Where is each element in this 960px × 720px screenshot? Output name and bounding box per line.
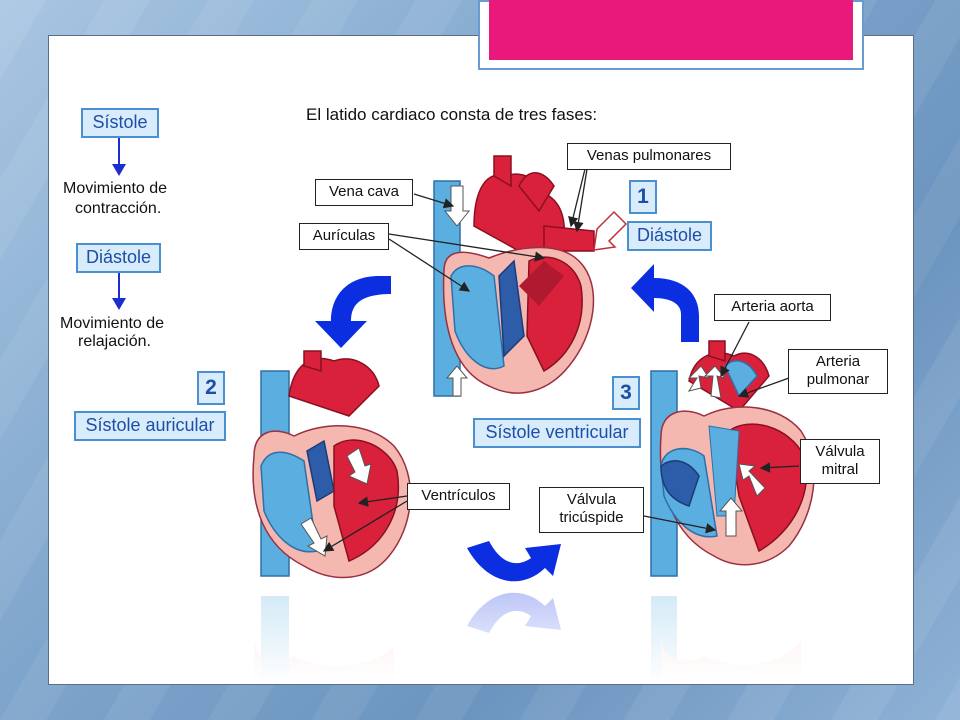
systole-description-line-2: contracción. (75, 200, 162, 217)
diastole-description-line-1: Movimiento de (60, 315, 165, 332)
callout-ventriculos: Ventrículos (407, 483, 510, 510)
phase-2-number: 2 (197, 371, 225, 405)
diastole-label-box: Diástole (76, 243, 161, 273)
callout-arteria-pulmonar: Arteria pulmonar (788, 349, 888, 394)
callout-valvula-tricuspide: Válvula tricúspide (539, 487, 644, 533)
callout-vena-cava: Vena cava (315, 179, 413, 206)
leader-lines (322, 168, 800, 552)
callout-valvula-mitral-line-1: Válvula (815, 443, 865, 460)
phase-1-number: 1 (629, 180, 657, 214)
diagram-title: El latido cardiaco consta de tres fases: (306, 105, 598, 124)
systole-arrow (112, 138, 126, 176)
phase-2-label: Sístole auricular (74, 411, 226, 441)
slide-canvas: El latido cardiaco consta de tres fases:… (48, 35, 914, 685)
pink-title-banner (489, 0, 853, 60)
callout-arteria-pulmonar-line-2: pulmonar (806, 371, 870, 388)
callout-valvula-tricuspide-line-1: Válvula (566, 491, 617, 508)
callout-auriculas: Aurículas (299, 223, 389, 250)
heart-atrial-systole (252, 350, 412, 579)
callout-venas-pulmonares: Venas pulmonares (567, 143, 731, 170)
phase-3-number: 3 (612, 376, 640, 410)
cycle-arrow-1-to-2 (315, 276, 391, 348)
phase-1-label: Diástole (627, 221, 712, 251)
title-placeholder-box (478, 0, 864, 70)
systole-label-box: Sístole (81, 108, 159, 138)
callout-valvula-mitral: Válvula mitral (800, 439, 880, 484)
heart-ventricular-systole (650, 340, 815, 577)
systole-description-line-1: Movimiento de (63, 180, 168, 197)
diastole-arrow (112, 272, 126, 310)
callout-arteria-pulmonar-line-1: Arteria (815, 353, 861, 370)
callout-valvula-mitral-line-2: mitral (821, 461, 859, 478)
heart-diastole (433, 155, 628, 397)
callout-valvula-tricuspide-line-2: tricúspide (559, 509, 624, 526)
phase-3-label: Sístole ventricular (473, 418, 641, 448)
heart-diagram (49, 138, 913, 684)
cycle-arrow-2-to-3 (467, 541, 561, 582)
cycle-arrow-3-to-1 (631, 264, 699, 342)
diastole-description-line-2: relajación. (78, 333, 151, 350)
callout-arteria-aorta: Arteria aorta (714, 294, 831, 321)
